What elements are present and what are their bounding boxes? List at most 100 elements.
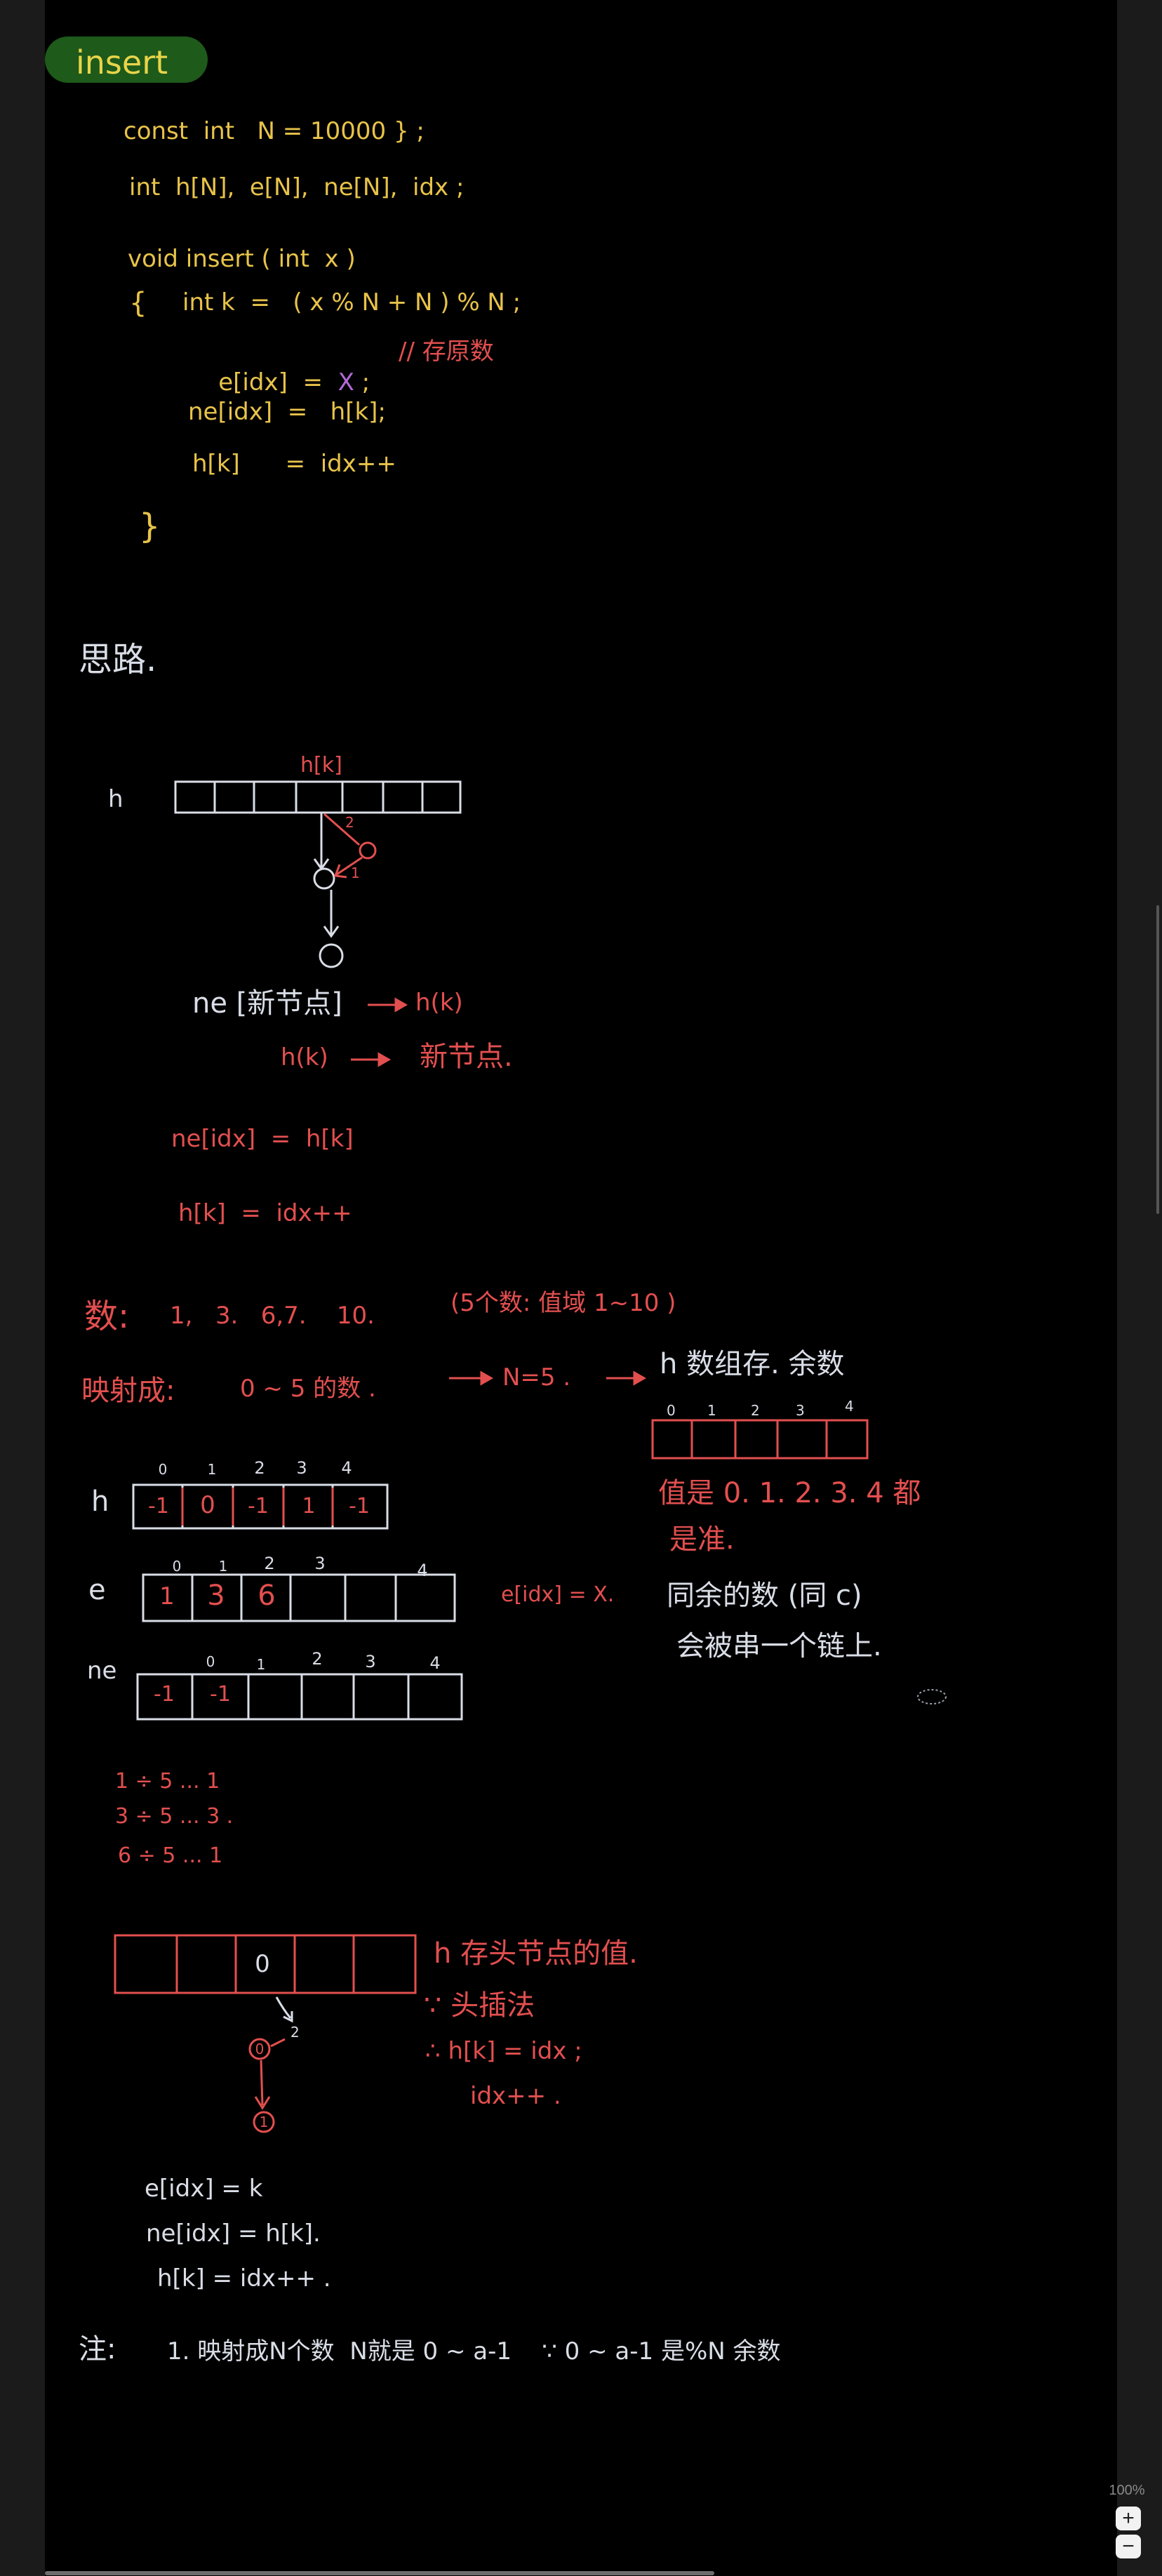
headinsert-array-shape xyxy=(114,1934,417,1994)
right-index-4: 4 xyxy=(845,1398,854,1415)
right-note-2: 是准. xyxy=(669,1523,735,1556)
new-node-arrows xyxy=(323,813,377,879)
numbers-list: 1, 3. 6,7. 10. xyxy=(170,1302,375,1330)
h-index-2: 2 xyxy=(254,1458,265,1478)
example-e-array-shape xyxy=(142,1573,456,1622)
final-line-3: h[k] = idx++ . xyxy=(157,2264,331,2293)
hk-label: h[k] xyxy=(300,753,342,778)
drawing-canvas[interactable]: insert const int N = 10000 } ; int h[N],… xyxy=(45,0,1117,2576)
example-h-label: h xyxy=(91,1486,109,1518)
stmt-1-b: h(k) xyxy=(415,989,463,1017)
code-line-4: int k = ( x % N + N ) % N ; xyxy=(182,288,521,316)
headinsert-arrow xyxy=(275,1996,293,2023)
h-array-shape xyxy=(174,780,462,814)
example-ne-label: ne xyxy=(87,1657,117,1685)
code-line-3: void insert ( int x ) xyxy=(128,245,356,273)
map-h-note: h 数组存. 余数 xyxy=(660,1348,845,1380)
e-index-2: 2 xyxy=(264,1554,275,1573)
map-label: 映射成: xyxy=(81,1375,175,1407)
ne-cell-0: -1 xyxy=(154,1682,175,1707)
code-close-brace: } xyxy=(139,507,161,546)
headinsert-note-1: h 存头节点的值. xyxy=(434,1937,638,1970)
right-array-shape xyxy=(651,1419,869,1460)
eq-2: h[k] = idx++ xyxy=(178,1199,352,1227)
e-cell-0: 1 xyxy=(159,1582,175,1610)
diagram-strokes xyxy=(114,780,947,2133)
right-index-3: 3 xyxy=(796,1402,805,1419)
stmt-1-a: ne [新节点] xyxy=(192,987,342,1020)
idea-heading: 思路. xyxy=(79,640,157,679)
title-badge: insert xyxy=(45,36,208,83)
map-text: 0 ~ 5 的数 . xyxy=(240,1375,376,1403)
right-index-1: 1 xyxy=(707,1402,716,1419)
eq-1: ne[idx] = h[k] xyxy=(171,1125,354,1153)
mod-line-2: 3 ÷ 5 ... 3 . xyxy=(115,1804,234,1829)
example-e-label: e xyxy=(88,1574,106,1606)
ne-cell-1: -1 xyxy=(210,1682,231,1707)
map-N: N=5 . xyxy=(502,1363,571,1392)
headinsert-nodes xyxy=(248,2038,286,2133)
headinsert-node-bottom: 1 xyxy=(259,2114,269,2130)
example-ne-array-shape xyxy=(136,1673,463,1721)
code-line-5-x: X xyxy=(338,368,354,396)
example-h-array-red xyxy=(181,1488,334,1526)
h-cell-0: -1 xyxy=(148,1494,169,1519)
right-note-1: 值是 0. 1. 2. 3. 4 都 xyxy=(658,1477,921,1509)
headinsert-note-3: ∴ h[k] = idx ; xyxy=(425,2037,582,2065)
ne-index-4: 4 xyxy=(429,1653,441,1673)
code-line-2: int h[N], e[N], ne[N], idx ; xyxy=(129,173,465,201)
headinsert-cell-2: 0 xyxy=(255,1950,270,1978)
numbers-note: (5个数: 值域 1~10 ) xyxy=(450,1289,676,1317)
chain-arrows xyxy=(313,813,344,968)
horizontal-scrollbar[interactable] xyxy=(45,2571,714,2575)
h-label: h xyxy=(108,785,123,813)
headinsert-note-4: idx++ . xyxy=(470,2082,561,2110)
note-label: 注: xyxy=(79,2333,116,2365)
zoom-in-button[interactable]: + xyxy=(1116,2507,1141,2530)
h-index-0: 0 xyxy=(158,1461,168,1478)
code-line-6: ne[idx] = h[k]; xyxy=(188,398,386,426)
right-index-0: 0 xyxy=(667,1402,676,1419)
vertical-scrollbar[interactable] xyxy=(1156,905,1159,1214)
code-comment: // 存原数 xyxy=(399,338,494,366)
code-line-5-a: e[idx] = xyxy=(218,368,338,396)
e-cell-2: 6 xyxy=(258,1580,276,1612)
headinsert-note-2: ∵ 头插法 xyxy=(424,1989,535,2022)
code-line-1: const int N = 10000 } ; xyxy=(123,117,425,145)
code-line-7: h[k] = idx++ xyxy=(192,450,396,478)
e-index-4: 4 xyxy=(417,1561,428,1580)
h-index-3: 3 xyxy=(296,1458,307,1478)
title-text: insert xyxy=(76,44,168,81)
h-index-4: 4 xyxy=(341,1458,352,1478)
ne-index-3: 3 xyxy=(365,1652,376,1671)
h-cell-2: -1 xyxy=(248,1494,269,1519)
right-note-3: 同余的数 (同 c) xyxy=(667,1580,862,1612)
e-array-note: e[idx] = X. xyxy=(501,1582,615,1607)
mod-line-3: 6 ÷ 5 ... 1 xyxy=(118,1843,223,1868)
code-line-5-b: ; xyxy=(354,368,370,396)
right-index-2: 2 xyxy=(751,1402,760,1419)
headinsert-arrow-num: 2 xyxy=(290,2024,300,2041)
e-index-3: 3 xyxy=(314,1554,326,1573)
stmt-2-b: 新节点. xyxy=(420,1041,513,1073)
h-cell-3: 1 xyxy=(302,1494,316,1519)
final-line-2: ne[idx] = h[k]. xyxy=(146,2220,321,2248)
mod-line-1: 1 ÷ 5 ... 1 xyxy=(115,1769,220,1794)
h-cell-1: 0 xyxy=(200,1491,215,1519)
code-line-5: e[idx] = X ; xyxy=(188,347,370,418)
ne-index-1: 1 xyxy=(256,1656,266,1673)
zoom-level: 100% xyxy=(1109,2483,1145,2498)
e-cell-1: 3 xyxy=(207,1580,225,1612)
cloud-doodle xyxy=(917,1689,947,1704)
ne-index-0: 0 xyxy=(206,1653,215,1670)
zoom-out-button[interactable]: − xyxy=(1116,2535,1141,2558)
arrow-number-1: 1 xyxy=(351,865,360,881)
arrow-number-2: 2 xyxy=(345,814,354,831)
h-index-1: 1 xyxy=(207,1461,217,1478)
headinsert-node-top: 0 xyxy=(255,2041,265,2057)
code-open-brace: { xyxy=(129,287,147,319)
statement-arrows xyxy=(351,997,408,1067)
map-arrows xyxy=(449,1370,647,1386)
note-text: 1. 映射成N个数 N就是 0 ~ a-1 ∵ 0 ~ a-1 是%N 余数 xyxy=(167,2337,781,2365)
h-cell-4: -1 xyxy=(349,1494,370,1519)
